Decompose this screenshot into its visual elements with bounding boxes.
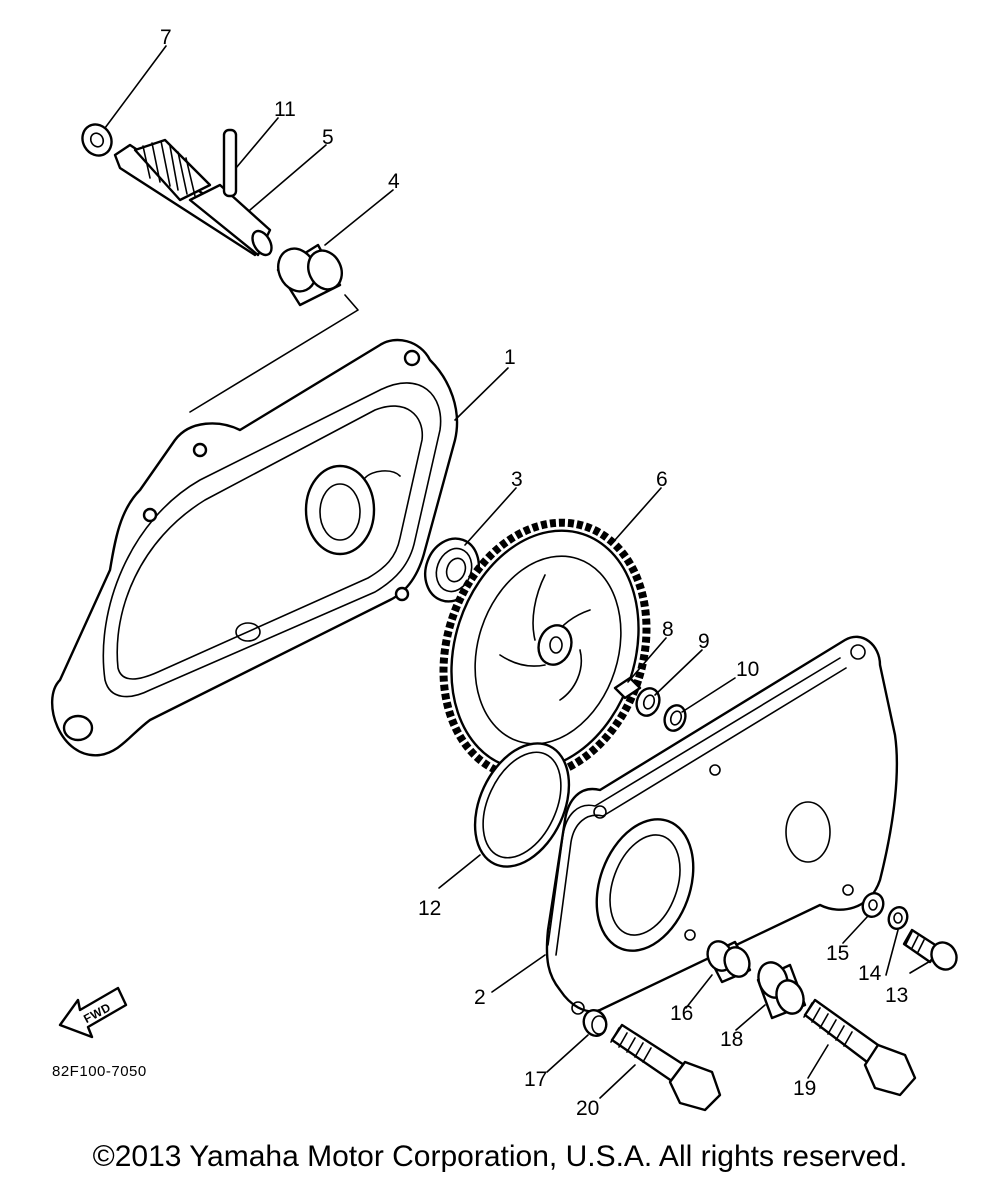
callout-17: 17 <box>524 1068 547 1091</box>
washer-part-9 <box>635 687 661 717</box>
gear-part-6 <box>439 518 651 782</box>
dowel-part-16 <box>706 940 752 984</box>
callout-4: 4 <box>388 170 400 193</box>
bolt-part-20 <box>610 1023 722 1112</box>
callout-7: 7 <box>160 26 172 49</box>
bushing-part-4 <box>276 243 343 307</box>
exploded-parts-diagram: 7 11 5 4 1 3 6 8 9 10 12 2 15 14 13 16 1… <box>50 26 958 1120</box>
callout-15: 15 <box>826 942 849 965</box>
callout-16: 16 <box>670 1002 693 1025</box>
callout-20: 20 <box>576 1097 599 1120</box>
callout-12: 12 <box>418 897 441 920</box>
washer-part-14 <box>887 906 909 930</box>
copyright-notice: ©2013 Yamaha Motor Corporation, U.S.A. A… <box>92 1140 908 1173</box>
bolt-part-19 <box>803 998 917 1097</box>
washer-part-15 <box>861 892 885 918</box>
callout-1: 1 <box>504 346 516 369</box>
circlip-part-10 <box>663 704 687 732</box>
callout-19: 19 <box>793 1077 816 1100</box>
housing-part-1 <box>50 338 459 757</box>
gasket-part-12 <box>473 742 571 868</box>
cover-part-2 <box>545 635 899 1015</box>
washer-part-7 <box>81 123 113 157</box>
callout-11: 11 <box>274 98 296 121</box>
callout-2: 2 <box>474 986 486 1009</box>
callout-9: 9 <box>698 630 710 653</box>
collar-part-18 <box>756 961 807 1020</box>
alignment-line <box>189 294 359 413</box>
callout-8: 8 <box>662 618 674 641</box>
worm-shaft-part-5 <box>113 138 273 257</box>
pin-part-11 <box>222 128 238 198</box>
callout-labels: 7 11 5 4 1 3 6 8 9 10 12 2 15 14 13 16 1… <box>160 26 908 1120</box>
callout-18: 18 <box>720 1028 743 1051</box>
callout-13: 13 <box>885 984 908 1007</box>
leader-lines <box>104 45 933 1099</box>
callout-6: 6 <box>656 468 668 491</box>
fwd-arrow: FWD <box>58 986 128 1039</box>
callout-10: 10 <box>736 658 759 681</box>
key-part-8 <box>613 676 642 700</box>
callout-14: 14 <box>858 962 882 985</box>
dowel-part-17 <box>582 1009 608 1037</box>
bolt-part-13 <box>902 928 958 971</box>
callout-5: 5 <box>322 126 334 149</box>
diagram-code: 82F100-7050 <box>52 1063 147 1080</box>
callout-3: 3 <box>511 468 523 491</box>
